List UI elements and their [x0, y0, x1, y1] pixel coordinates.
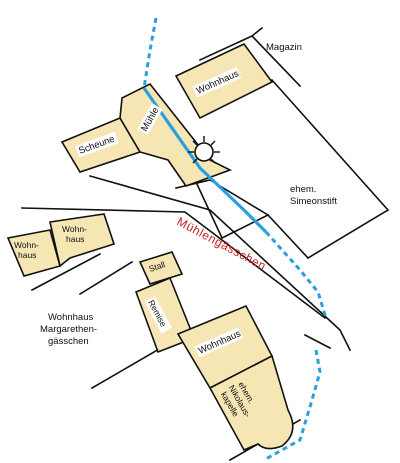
courtyard-line [194, 180, 270, 240]
street-left-line [78, 260, 134, 296]
street-south-edge [21, 207, 327, 320]
label-wohnhaus-left1-line1: Wohn- [14, 240, 39, 250]
label-simeonstift-line1: ehem. [290, 184, 316, 195]
street-north-edge [89, 175, 352, 352]
label-margarethen-line3: gässchen [48, 336, 89, 347]
building-stall [138, 251, 184, 285]
magazin-plot-right [250, 26, 264, 38]
stream [142, 17, 328, 462]
sun-wheel-icon [188, 136, 220, 164]
building-nikolauskapelle [208, 354, 294, 452]
simeonstift-plot-line [270, 78, 390, 260]
right-lower-line [303, 333, 332, 350]
stream-solid-mill [142, 87, 268, 234]
label-margarethen-line2: Margarethen- [40, 324, 97, 335]
label-margarethen-line1: Wohnhaus [48, 312, 93, 323]
street-name-muehlengaesschen: Mühlengässchen [175, 214, 269, 273]
stream-dashed-south [264, 230, 328, 319]
street-west-line [30, 252, 102, 292]
label-magazin: Magazin [266, 42, 302, 53]
stream-dashed-north [142, 17, 158, 89]
label-stall: Stall [148, 259, 167, 274]
label-wohnhaus-left2-line2: haus [66, 234, 84, 244]
label-simeonstift-line2: Simeonstift [290, 196, 337, 207]
building-wohnhaus-left2 [49, 213, 116, 268]
label-wohnhaus-left1-line2: haus [18, 250, 36, 260]
label-wohnhaus-left2-line1: Wohn- [62, 224, 87, 234]
